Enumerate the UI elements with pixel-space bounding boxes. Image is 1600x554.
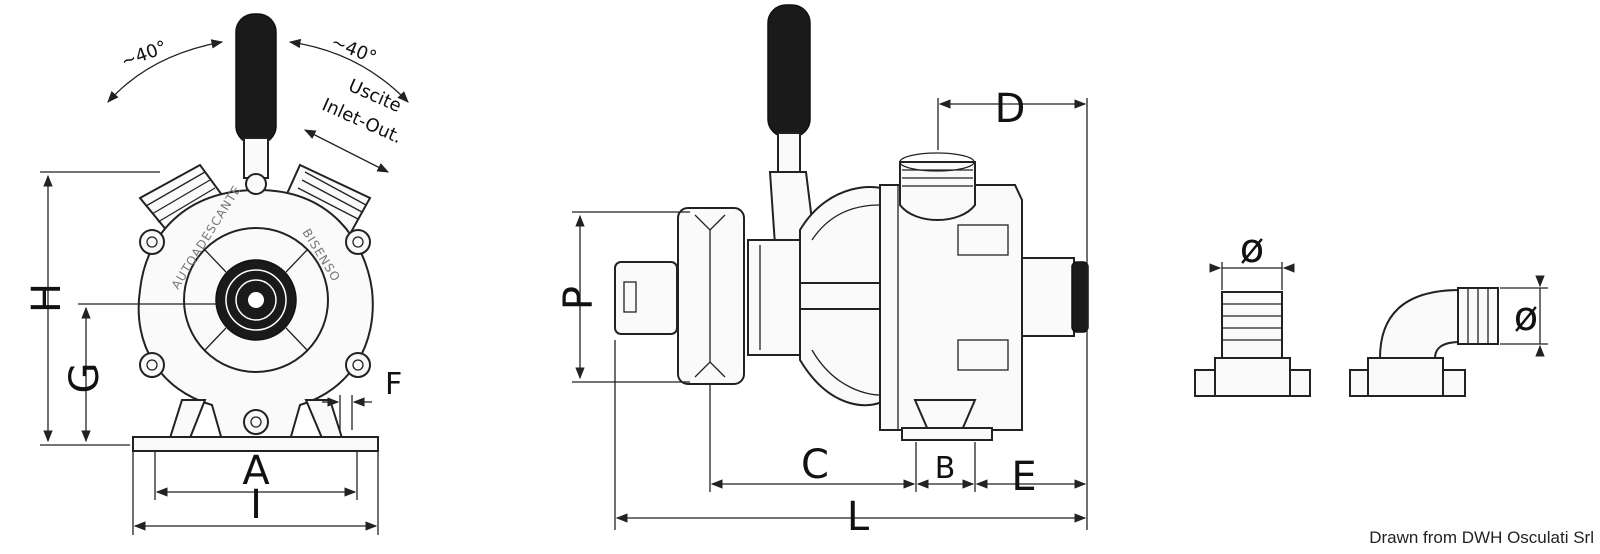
side-pulley	[677, 207, 745, 385]
label-dia-elbow: ø	[1514, 294, 1538, 340]
front-handle	[235, 13, 277, 179]
angle-left-label: ~40°	[118, 37, 169, 73]
front-base	[132, 399, 379, 452]
side-end-cap	[1021, 257, 1075, 337]
label-dia-straight: ø	[1240, 226, 1264, 272]
label-G: G	[62, 363, 108, 394]
label-C: C	[801, 442, 829, 488]
angle-right-label: ~40°	[328, 31, 379, 68]
front-view: AUTOADESCANTE BISENSO ~40° ~40° Uscite I…	[24, 13, 409, 535]
angle-arc-right	[288, 38, 409, 103]
side-lever-housing	[747, 239, 801, 356]
side-base	[901, 427, 993, 441]
side-handle	[767, 4, 817, 246]
side-view: D P C B E L	[556, 4, 1089, 540]
angle-arc-left	[107, 39, 224, 103]
front-inner-ring	[183, 227, 329, 373]
label-I: I	[250, 482, 262, 528]
front-hub	[215, 259, 297, 341]
credit-text: Drawn from DWH Osculati Srl	[1369, 528, 1594, 547]
side-top-port	[899, 152, 976, 221]
straight-fitting: ø	[1194, 226, 1311, 397]
label-H: H	[24, 283, 70, 313]
side-main-body	[879, 184, 1023, 431]
label-F: F	[385, 367, 402, 402]
label-E: E	[1011, 454, 1036, 500]
label-L: L	[847, 494, 870, 540]
label-B: B	[935, 451, 956, 486]
label-A: A	[242, 448, 270, 494]
label-P: P	[556, 286, 602, 310]
elbow-fitting: ø	[1349, 275, 1548, 397]
front-ears	[139, 173, 371, 435]
label-D: D	[995, 86, 1026, 132]
